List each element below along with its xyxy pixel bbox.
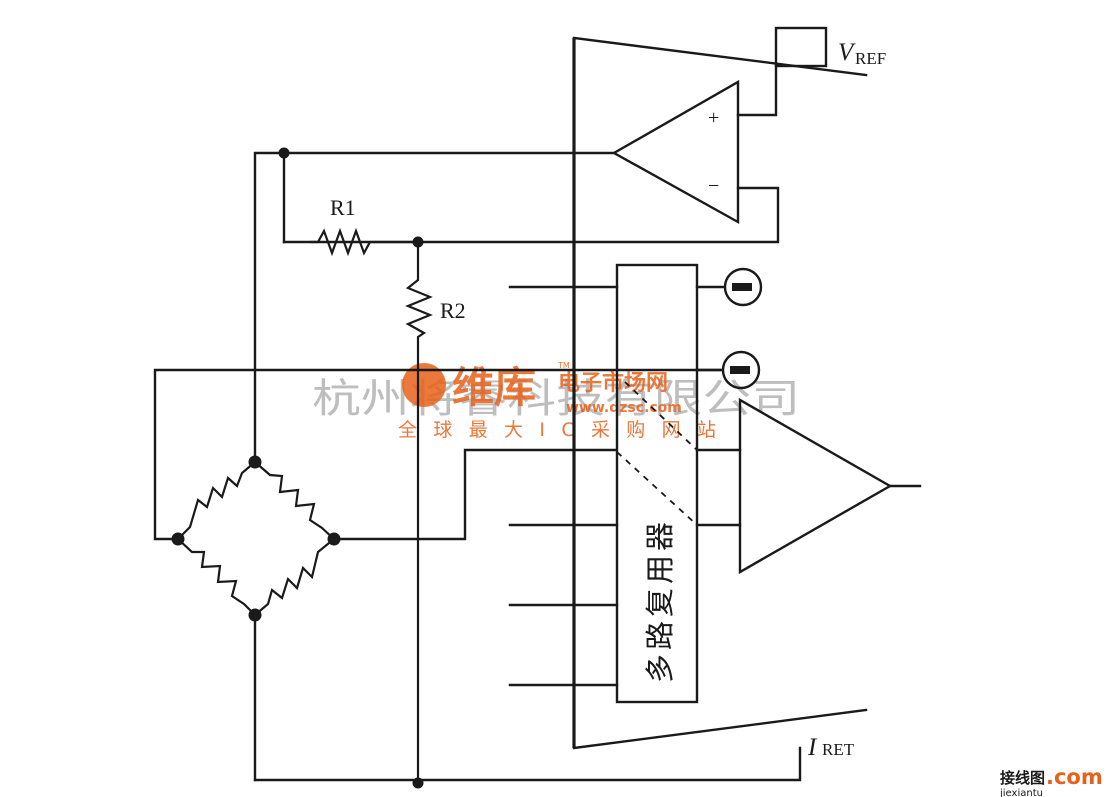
bridge-right-sense-wire — [332, 448, 618, 541]
r2-label: R2 — [440, 298, 466, 323]
iret-label: I RET — [807, 734, 855, 761]
chip-top-edge — [572, 36, 868, 77]
iret-label-sub: RET — [822, 740, 855, 759]
output-amplifier — [695, 397, 922, 575]
watermark-slogan: 全球最大IC采购网站 — [398, 419, 716, 441]
watermark-site: 电子市场网 — [558, 370, 668, 396]
mux-label: 多路复用器 — [644, 518, 677, 683]
junction-dot — [278, 147, 290, 159]
vref-label: V REF — [838, 39, 886, 68]
corner-logo: 接线图 .com jiexiantu — [999, 765, 1103, 797]
junction-dot — [327, 532, 341, 546]
junction-dot — [412, 777, 424, 789]
r2-zigzag — [405, 242, 433, 785]
r1-zigzag — [310, 227, 418, 257]
excitation-wire — [253, 151, 616, 457]
opamp-plus-label: + — [708, 107, 719, 129]
watermark-tm: TM — [557, 361, 570, 370]
iret-label-main: I — [807, 734, 818, 761]
watermark-url: www.dzsc.com — [566, 400, 682, 416]
terminal-2 — [695, 350, 761, 390]
vref-label-main: V — [838, 39, 856, 66]
corner-logo-url: jiexiantu — [999, 788, 1043, 797]
reference-opamp — [611, 79, 740, 225]
bridge-resistor-bottom-right — [254, 538, 335, 616]
chip-bottom-edge — [572, 708, 868, 750]
corner-logo-com: .com — [1046, 765, 1103, 789]
junction-dot — [248, 455, 262, 469]
multiplexer: 多路复用器 — [508, 263, 699, 704]
vref-label-sub: REF — [855, 49, 886, 68]
junction-dot — [171, 532, 185, 546]
junction-dot — [412, 236, 424, 248]
watermark: 杭州将睿科技有限公司 维库 电子市场网 TM www.dzsc.com 全球最大… — [312, 361, 800, 441]
terminal-1-ring — [723, 267, 763, 307]
mux-switch-path-2 — [624, 381, 698, 451]
wheatstone-bridge — [177, 461, 335, 616]
terminal-2-pin — [730, 366, 750, 374]
mux-switch-path — [616, 451, 698, 526]
return-wire — [253, 746, 802, 782]
reference-section: + − — [282, 26, 828, 244]
watermark-company: 杭州将睿科技有限公司 — [312, 376, 800, 422]
terminal-1-pin — [732, 283, 752, 291]
terminal-1 — [695, 267, 763, 307]
resistor-r1: R1 — [310, 195, 418, 257]
amplifier-triangle — [738, 397, 893, 575]
feedback-wire — [282, 186, 780, 244]
terminal-2-ring — [721, 350, 761, 390]
bridge-resistor-top-right — [254, 461, 335, 540]
mux-box — [615, 263, 699, 704]
chip-outline — [572, 36, 868, 750]
bridge-resistor-bottom-left — [177, 538, 256, 616]
bridge-left-sense-wire — [153, 368, 722, 541]
r1-label: R1 — [330, 195, 356, 220]
corner-logo-cn: 接线图 — [1000, 769, 1045, 787]
junctions — [171, 147, 424, 789]
bridge-resistor-top-left — [177, 461, 256, 540]
watermark-logo-circle — [402, 363, 446, 407]
opamp-minus-label: − — [708, 175, 719, 197]
junction-dot — [248, 608, 262, 622]
vref-wire — [736, 64, 778, 117]
resistor-r2: R2 — [405, 242, 466, 785]
vref-box — [774, 26, 828, 68]
